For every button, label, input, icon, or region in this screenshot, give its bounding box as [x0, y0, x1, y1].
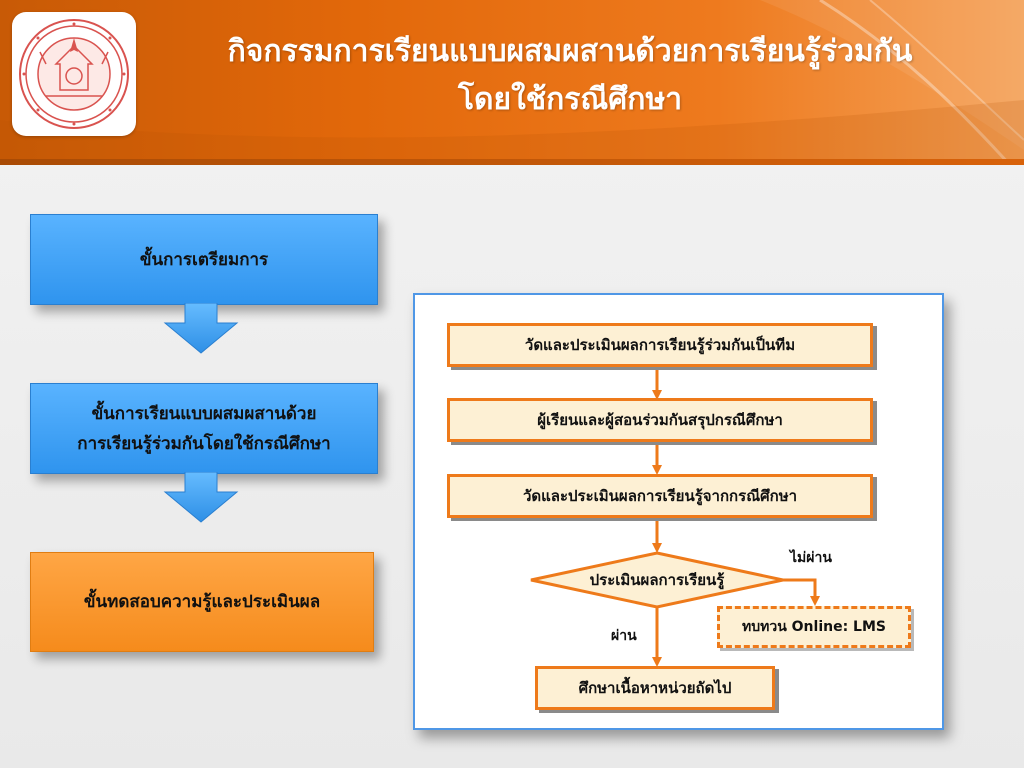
header-swoosh-decoration — [0, 0, 1024, 165]
flow-step-summarize-case: ผู้เรียนและผู้สอนร่วมกันสรุปกรณีศึกษา — [447, 398, 873, 442]
arrow-decision-to-review — [783, 578, 820, 606]
stage-testing-evaluation: ขั้นทดสอบความรู้และประเมินผล — [30, 552, 374, 652]
flow-step-team-assessment: วัดและประเมินผลการเรียนรู้ร่วมกันเป็นทีม — [447, 323, 873, 367]
flow-step-next-label: ศึกษาเนื้อหาหน่วยถัดไป — [578, 679, 732, 697]
title-line-2: โดยใช้กรณีศึกษา — [457, 82, 683, 117]
stage-1-line-1: ขั้นการเตรียมการ — [139, 249, 269, 270]
stage-2-line-1: ขั้นการเรียนแบบผสมผสานด้วย — [91, 403, 317, 424]
pass-label: ผ่าน — [611, 628, 637, 644]
title-line-1: กิจกรรมการเรียนแบบผสมผสานด้วยการเรียนรู้… — [227, 34, 913, 69]
flow-step-1-label: วัดและประเมินผลการเรียนรู้ร่วมกันเป็นทีม — [524, 336, 796, 354]
review-online-lms-box: ทบทวน Online: LMS — [717, 606, 911, 648]
page-title: กิจกรรมการเรียนแบบผสมผสานด้วยการเรียนรู้… — [160, 28, 980, 124]
fail-label: ไม่ผ่าน — [790, 550, 832, 566]
flowchart-connectors — [530, 367, 820, 667]
stage-arrow-down-icon — [163, 472, 239, 523]
flowchart-panel: วัดและประเมินผลการเรียนรู้ร่วมกันเป็นทีม… — [413, 293, 944, 730]
stage-blended-learning: ขั้นการเรียนแบบผสมผสานด้วย การเรียนรู้ร่… — [30, 383, 378, 474]
stage-preparation: ขั้นการเตรียมการ — [30, 214, 378, 305]
flow-step-2-label: ผู้เรียนและผู้สอนร่วมกันสรุปกรณีศึกษา — [537, 411, 783, 429]
stage-2-line-2: การเรียนรู้ร่วมกันโดยใช้กรณีศึกษา — [77, 433, 331, 454]
flow-step-next-unit: ศึกษาเนื้อหาหน่วยถัดไป — [535, 666, 775, 710]
decision-label: ประเมินผลการเรียนรู้ — [531, 565, 783, 595]
header-banner: กิจกรรมการเรียนแบบผสมผสานด้วยการเรียนรู้… — [0, 0, 1024, 165]
decision-text: ประเมินผลการเรียนรู้ — [589, 571, 725, 589]
university-seal-icon — [19, 19, 129, 129]
flow-step-3-label: วัดและประเมินผลการเรียนรู้จากกรณีศึกษา — [522, 487, 798, 505]
logo-container — [12, 12, 136, 136]
flow-step-case-assessment: วัดและประเมินผลการเรียนรู้จากกรณีศึกษา — [447, 474, 873, 518]
stage-arrow-down-icon — [163, 303, 239, 354]
stage-3-line-1: ขั้นทดสอบความรู้และประเมินผล — [83, 592, 321, 612]
review-online-lms-label: ทบทวน Online: LMS — [742, 619, 886, 635]
